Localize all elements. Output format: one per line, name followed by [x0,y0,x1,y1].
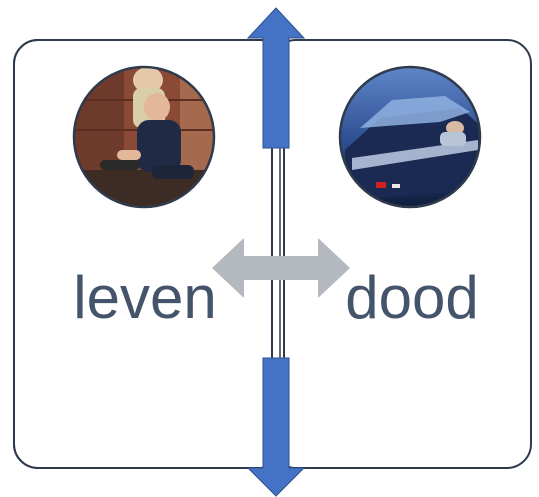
label-leven: leven [73,264,216,331]
couple-photo [72,65,216,209]
bidirectional-arrow [212,238,350,298]
car-photo [338,65,482,209]
down-arrow [246,357,306,497]
up-arrow [246,7,306,149]
label-dood: dood [345,264,478,331]
